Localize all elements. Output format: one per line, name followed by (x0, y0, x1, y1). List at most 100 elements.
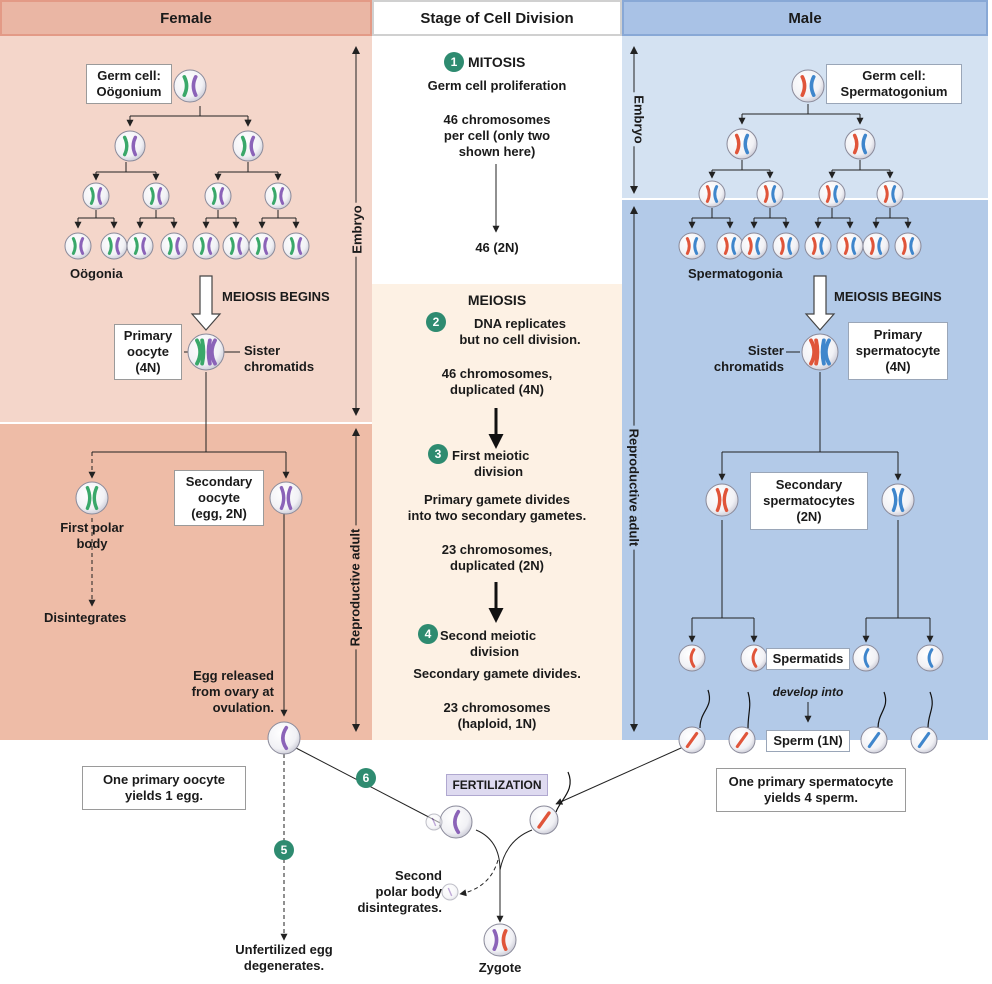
male-sister-l1: Sister (747, 343, 784, 358)
oogonia-cell-l4-2 (126, 232, 154, 260)
secondary-spermatocytes-box: Secondary spermatocytes (2N) (750, 472, 868, 530)
female-sister-chromatids: Sister chromatids (244, 343, 314, 375)
step4-title: Second meiotic division (440, 628, 536, 660)
oogonia-cell-l4-6 (248, 232, 276, 260)
male-germ-cell-type: Spermatogonium (840, 84, 948, 99)
egg-cell (267, 721, 301, 755)
primary-spermatocyte-l2: spermatocyte (855, 343, 941, 358)
unfertilized-l1: Unfertilized egg (235, 942, 333, 957)
female-germ-cell-label: Germ cell: (97, 68, 161, 83)
spermatid-4 (916, 644, 944, 672)
mitosis-title: MITOSIS (468, 54, 526, 70)
egg-fertilization-cell (439, 805, 473, 839)
oogonia-cell-1 (114, 130, 146, 162)
spermatogonia-cell-2 (844, 128, 876, 160)
spermatogonia-label: Spermatogonia (688, 266, 783, 281)
male-sister-chromatids: Sister chromatids (704, 343, 784, 375)
primary-oocyte-l3: (4N) (135, 360, 161, 375)
second-polar-l1: Second (395, 868, 442, 883)
female-embryo-label: Embryo (349, 202, 365, 257)
spermatogonia-cell-l3-0 (698, 180, 726, 208)
badge-6: 6 (356, 768, 376, 788)
meiosis-panel (372, 284, 622, 740)
spermatid-2 (740, 644, 768, 672)
secondary-spermatocyte-red (705, 483, 739, 517)
sperm-1 (678, 726, 706, 754)
badge-4: 4 (418, 624, 438, 644)
secondary-oocyte-cell (269, 481, 303, 515)
header-stage: Stage of Cell Division (372, 0, 622, 36)
oogonia-cell-l3-1 (142, 182, 170, 210)
secondary-spermatocyte-blue (881, 483, 915, 517)
egg-released-l3: ovulation. (212, 700, 274, 715)
egg-released-l2: from ovary at (191, 684, 274, 699)
sperm-2 (728, 726, 756, 754)
step4-chrom-l1: 23 chromosomes (443, 700, 551, 715)
primary-oocyte-l2: oocyte (127, 344, 169, 359)
step3-title: First meiotic division (452, 448, 529, 480)
primary-spermatocyte-box: Primary spermatocyte (4N) (848, 322, 948, 380)
badge-2: 2 (426, 312, 446, 332)
male-embryo-panel (622, 36, 988, 198)
step4-l1: Second meiotic (440, 628, 537, 643)
step2-text: DNA replicates but no cell division. (440, 316, 600, 348)
spermatogonia-cell-l4-3 (772, 232, 800, 260)
male-germ-cell-box: Germ cell: Spermatogonium (826, 64, 962, 104)
secondary-oocyte-box: Secondary oocyte (egg, 2N) (174, 470, 264, 526)
spermatogonia-cell-1 (726, 128, 758, 160)
sperm-fertilization-cell (529, 805, 559, 835)
badge-3: 3 (428, 444, 448, 464)
spermatogonia-cell-l4-1 (716, 232, 744, 260)
polar-body-small (425, 813, 443, 831)
mitosis-result: 46 (2N) (475, 240, 519, 255)
mitosis-chrom-l3: shown here) (458, 144, 536, 159)
step2-l2: but no cell division. (459, 332, 581, 347)
unfertilized-label: Unfertilized egg degenerates. (214, 942, 354, 974)
oogonia-cell-l4-1 (100, 232, 128, 260)
second-polar-l3: disintegrates. (357, 900, 442, 915)
oogonia-cell-l4-4 (192, 232, 220, 260)
spermatogonia-cell-l4-7 (894, 232, 922, 260)
step3-chrom: 23 chromosomes, duplicated (2N) (372, 542, 622, 574)
egg-released-label: Egg released from ovary at ovulation. (170, 668, 274, 716)
primary-oocyte-l1: Primary (123, 328, 173, 343)
step3-desc: Primary gamete divides into two secondar… (372, 492, 622, 524)
mitosis-panel (372, 36, 622, 284)
mitosis-chrom-l2: per cell (only two (443, 128, 551, 143)
second-polar-body: Second polar body disintegrates. (352, 868, 442, 916)
step2-chrom-l1: 46 chromosomes, (441, 366, 553, 381)
female-germ-cell-type: Oögonium (96, 84, 162, 99)
primary-spermatocyte-cell (801, 333, 839, 371)
header-female: Female (0, 0, 372, 36)
spermatogonium-cell (791, 69, 825, 103)
male-yield-box: One primary spermatocyte yields 4 sperm. (716, 768, 906, 812)
badge-5: 5 (274, 840, 294, 860)
secondary-sperm-l2: spermatocytes (763, 493, 855, 508)
meiosis-title: MEIOSIS (467, 292, 527, 308)
badge-1: 1 (444, 52, 464, 72)
mitosis-chrom: 46 chromosomes per cell (only two shown … (372, 112, 622, 160)
male-sister-l2: chromatids (713, 359, 784, 374)
step2-l1: DNA replicates (474, 316, 566, 331)
female-germ-cell-box: Germ cell: Oögonium (86, 64, 172, 104)
spermatogonia-cell-l3-3 (876, 180, 904, 208)
spermatogonia-cell-l3-2 (818, 180, 846, 208)
zygote-label: Zygote (478, 960, 522, 975)
male-germ-cell-label: Germ cell: (862, 68, 926, 83)
second-polar-l2: polar body (375, 884, 442, 899)
primary-oocyte-cell (187, 333, 225, 371)
female-yield-l1: One primary oocyte (102, 772, 226, 787)
sperm-4 (910, 726, 938, 754)
step4-desc: Secondary gamete divides. (413, 666, 581, 681)
mitosis-desc: Germ cell proliferation (427, 78, 567, 93)
spermatids-box: Spermatids (766, 648, 850, 670)
sperm-box: Sperm (1N) (766, 730, 850, 752)
egg-released-l1: Egg released (193, 668, 274, 683)
step3-chrom-l1: 23 chromosomes, (441, 542, 553, 557)
oogonia-cell-l4-3 (160, 232, 188, 260)
oogonium-cell (173, 69, 207, 103)
oogonia-cell-l3-3 (264, 182, 292, 210)
primary-spermatocyte-l3: (4N) (885, 359, 911, 374)
female-adult-label: Reproductive adult (347, 525, 363, 650)
spermatogonia-cell-l4-6 (862, 232, 890, 260)
